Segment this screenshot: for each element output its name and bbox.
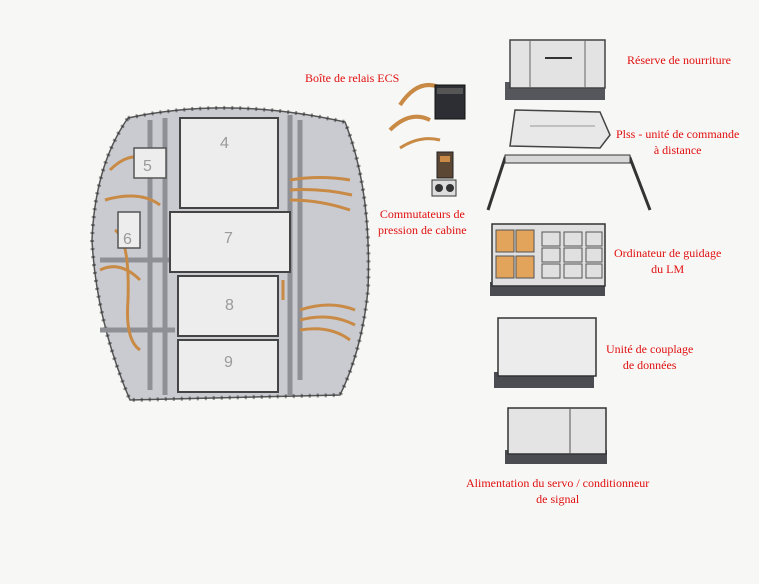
label-food-storage: Réserve de nourriture — [627, 53, 731, 67]
label-line: de signal — [536, 492, 580, 506]
cabin-pressure-switches-model — [431, 151, 457, 197]
box-7 — [169, 211, 291, 273]
label-lm-guidance-computer: Ordinateur de guidage du LM — [614, 245, 721, 277]
lm-guidance-computer-model — [490, 223, 606, 296]
label-line: Unité de couplage — [606, 342, 694, 356]
data-coupling-unit-model — [494, 317, 597, 388]
label-ecs-relay-box: Boîte de relais ECS — [305, 71, 400, 85]
box-8 — [177, 275, 279, 337]
plss-remote-control-model — [486, 109, 652, 211]
label-cabin-pressure-switches: Commutateurs de pression de cabine — [378, 206, 467, 238]
box-9 — [177, 339, 279, 393]
box-7-number: 7 — [224, 230, 233, 247]
label-servo-power-conditioner: Alimentation du servo / conditionneur de… — [466, 475, 649, 507]
label-line: Plss - unité de commande — [616, 127, 740, 141]
box-9-number: 9 — [224, 354, 233, 371]
food-storage-model — [505, 39, 606, 100]
box-5 — [133, 147, 167, 179]
box-4 — [179, 117, 279, 209]
box-4-number: 4 — [220, 135, 229, 152]
label-data-coupling-unit: Unité de couplage de données — [606, 341, 693, 373]
servo-power-conditioner-model — [505, 407, 607, 464]
label-line: Commutateurs de — [379, 207, 465, 221]
box-6-number: 6 — [123, 231, 132, 248]
label-line: du LM — [651, 262, 685, 276]
equipment-panel: 5 6 4 7 8 9 — [89, 105, 371, 403]
label-plss-remote-control: Plss - unité de commande à distance — [616, 126, 739, 158]
label-line: pression de cabine — [378, 223, 467, 237]
label-line: de données — [622, 358, 677, 372]
box-5-number: 5 — [143, 158, 152, 175]
ecs-relay-box-model — [388, 83, 466, 150]
box-6 — [117, 211, 141, 249]
label-line: à distance — [653, 143, 702, 157]
label-line: Alimentation du servo / conditionneur — [466, 476, 650, 490]
box-8-number: 8 — [225, 297, 234, 314]
label-line: Ordinateur de guidage — [614, 246, 722, 260]
